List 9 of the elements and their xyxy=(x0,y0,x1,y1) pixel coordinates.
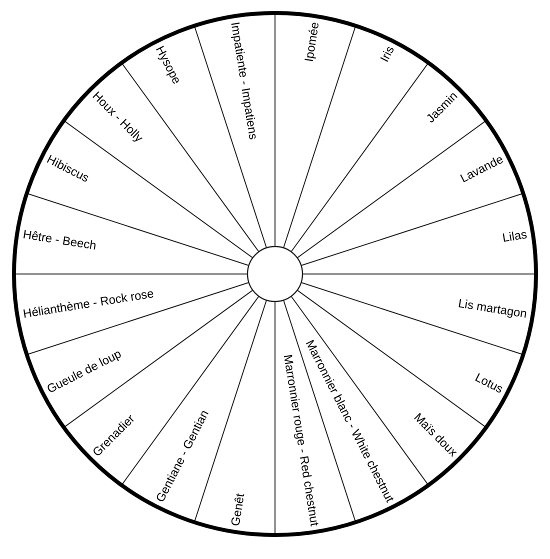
flower-name: Genêt xyxy=(228,492,248,527)
flower-name: Impatiente - Impatiens xyxy=(228,21,261,140)
flower-name: Ipomée xyxy=(302,21,322,63)
flower-name: Lotus xyxy=(472,370,506,396)
flower-name: Hélianthème - Rock rose xyxy=(22,286,155,321)
flower-name: Hêtre - Beech xyxy=(22,227,98,253)
flower-name: Iris xyxy=(377,44,397,64)
flower-name: Lis martagon xyxy=(457,296,528,321)
flower-name: Lilas xyxy=(501,227,528,245)
